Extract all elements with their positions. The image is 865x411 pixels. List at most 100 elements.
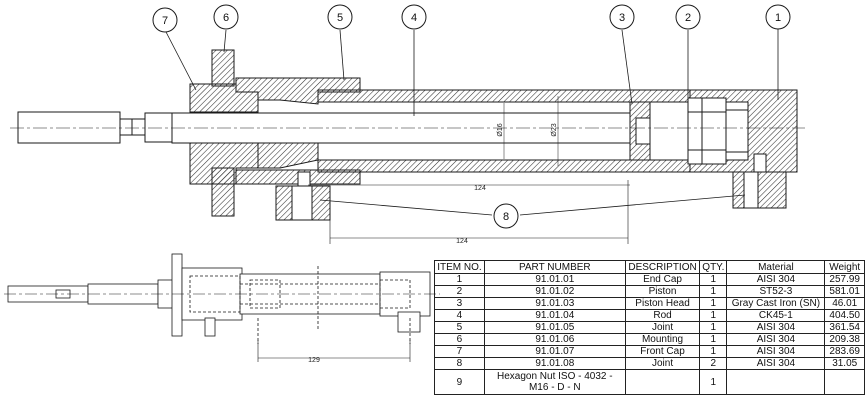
table-row: 7 91.01.07 Front Cap 1 AISI 304 283.69 <box>434 345 865 358</box>
bom-item: 1 <box>434 273 485 286</box>
dim-d-small: Ø16 <box>497 123 504 136</box>
bom-part: 91.01.06 <box>483 333 626 346</box>
bom-item: 2 <box>434 285 485 298</box>
hex-nut <box>687 97 727 165</box>
bom-weight: 46.01 <box>824 297 865 310</box>
bom-header-row: ITEM NO. PART NUMBER DESCRIPTION QTY. Ma… <box>434 260 865 274</box>
bom-qty: 1 <box>699 333 728 346</box>
bom-item: 9 <box>434 369 485 395</box>
bom-weight: 361.54 <box>824 321 865 334</box>
table-row: 3 91.01.03 Piston Head 1 Gray Cast Iron … <box>434 297 865 310</box>
balloon-3 <box>609 4 635 30</box>
bom-part: 91.01.03 <box>483 297 626 310</box>
bom-material: AISI 304 <box>726 345 826 358</box>
bom-desc: Rod <box>624 309 701 322</box>
bom-material: ST52-3 <box>726 285 826 298</box>
bom-material: CK45-1 <box>726 309 826 322</box>
bom-part: 91.01.04 <box>483 309 626 322</box>
balloon-4 <box>401 4 427 30</box>
table-row: 6 91.01.06 Mounting 1 AISI 304 209.38 <box>434 333 865 346</box>
bom-weight: 404.50 <box>824 309 865 322</box>
bom-qty: 1 <box>699 285 728 298</box>
bom-item: 3 <box>434 297 485 310</box>
bom-qty: 1 <box>699 321 728 334</box>
rod-left-end <box>17 111 121 144</box>
bom-header-desc: DESCRIPTION <box>624 260 701 274</box>
bom-desc: Piston Head <box>624 297 701 310</box>
bom-part: 91.01.01 <box>483 273 626 286</box>
bom-part: Hexagon Nut ISO - 4032 - M16 - D - N <box>483 369 626 395</box>
upper-section-view <box>10 49 805 244</box>
balloon-6 <box>213 4 239 30</box>
table-row: 9 Hexagon Nut ISO - 4032 - M16 - D - N 1 <box>434 369 865 395</box>
bom-weight: 257.99 <box>824 273 865 286</box>
balloon-label-1: 1 <box>775 12 781 24</box>
bom-qty: 1 <box>699 297 728 310</box>
bom-qty: 1 <box>699 273 728 286</box>
bom-weight: 209.38 <box>824 333 865 346</box>
bom-header-weight: Weight <box>824 260 865 274</box>
balloon-label-2: 2 <box>685 12 691 24</box>
bom-material: AISI 304 <box>726 273 826 286</box>
piston-tube-bottom <box>317 159 691 173</box>
balloon-8 <box>493 203 519 229</box>
bom-header-item: ITEM NO. <box>434 260 485 274</box>
bill-of-materials: ITEM NO. PART NUMBER DESCRIPTION QTY. Ma… <box>434 260 865 395</box>
bom-desc: Piston <box>624 285 701 298</box>
dim-length-upper-b: 124 <box>456 238 468 245</box>
bom-part: 91.01.08 <box>483 357 626 370</box>
balloon-1 <box>765 4 791 30</box>
bom-weight: 283.69 <box>824 345 865 358</box>
bom-desc <box>624 369 701 395</box>
bom-desc: Front Cap <box>624 345 701 358</box>
bom-material <box>726 369 826 395</box>
bom-part: 91.01.05 <box>483 321 626 334</box>
bom-desc: Joint <box>624 321 701 334</box>
joint-top <box>235 77 361 105</box>
bom-qty: 1 <box>699 345 728 358</box>
balloon-label-3: 3 <box>619 12 625 24</box>
bom-material: AISI 304 <box>726 321 826 334</box>
balloon-5 <box>327 4 353 30</box>
bom-header-part: PART NUMBER <box>483 260 626 274</box>
bom-item: 7 <box>434 345 485 358</box>
balloon-7 <box>152 7 178 33</box>
balloon-2 <box>675 4 701 30</box>
dim-d-large: Ø23 <box>551 123 558 136</box>
bom-part: 91.01.02 <box>483 285 626 298</box>
bom-material: AISI 304 <box>726 357 826 370</box>
leader-lines <box>164 29 779 216</box>
bom-header-qty: QTY. <box>699 260 728 274</box>
table-row: 4 91.01.04 Rod 1 CK45-1 404.50 <box>434 309 865 322</box>
bom-weight <box>824 369 865 395</box>
bom-header-material: Material <box>726 260 826 274</box>
lower-outline-view <box>4 253 440 362</box>
bom-desc: Joint <box>624 357 701 370</box>
dim-length-upper-a: 124 <box>474 185 486 192</box>
bom-qty: 2 <box>699 357 728 370</box>
balloon-label-7: 7 <box>162 15 168 27</box>
bom-item: 4 <box>434 309 485 322</box>
balloon-label-6: 6 <box>223 12 229 24</box>
bom-part: 91.01.07 <box>483 345 626 358</box>
bom-item: 5 <box>434 321 485 334</box>
bom-material: Gray Cast Iron (SN) <box>726 297 826 310</box>
bom-weight: 31.05 <box>824 357 865 370</box>
balloon-group <box>152 4 791 229</box>
balloon-label-8: 8 <box>503 211 509 223</box>
table-row: 5 91.01.05 Joint 1 AISI 304 361.54 <box>434 321 865 334</box>
bom-desc: End Cap <box>624 273 701 286</box>
dim-length-lower: 129 <box>308 357 320 364</box>
bom-weight: 581.01 <box>824 285 865 298</box>
balloon-label-5: 5 <box>337 12 343 24</box>
table-row: 1 91.01.01 End Cap 1 AISI 304 257.99 <box>434 273 865 286</box>
balloon-label-4: 4 <box>411 12 417 24</box>
bom-qty: 1 <box>699 309 728 322</box>
bom-qty: 1 <box>699 369 728 395</box>
bom-material: AISI 304 <box>726 333 826 346</box>
table-row: 8 91.01.08 Joint 2 AISI 304 31.05 <box>434 357 865 370</box>
bom-item: 8 <box>434 357 485 370</box>
bom-desc: Mounting <box>624 333 701 346</box>
bom-item: 6 <box>434 333 485 346</box>
